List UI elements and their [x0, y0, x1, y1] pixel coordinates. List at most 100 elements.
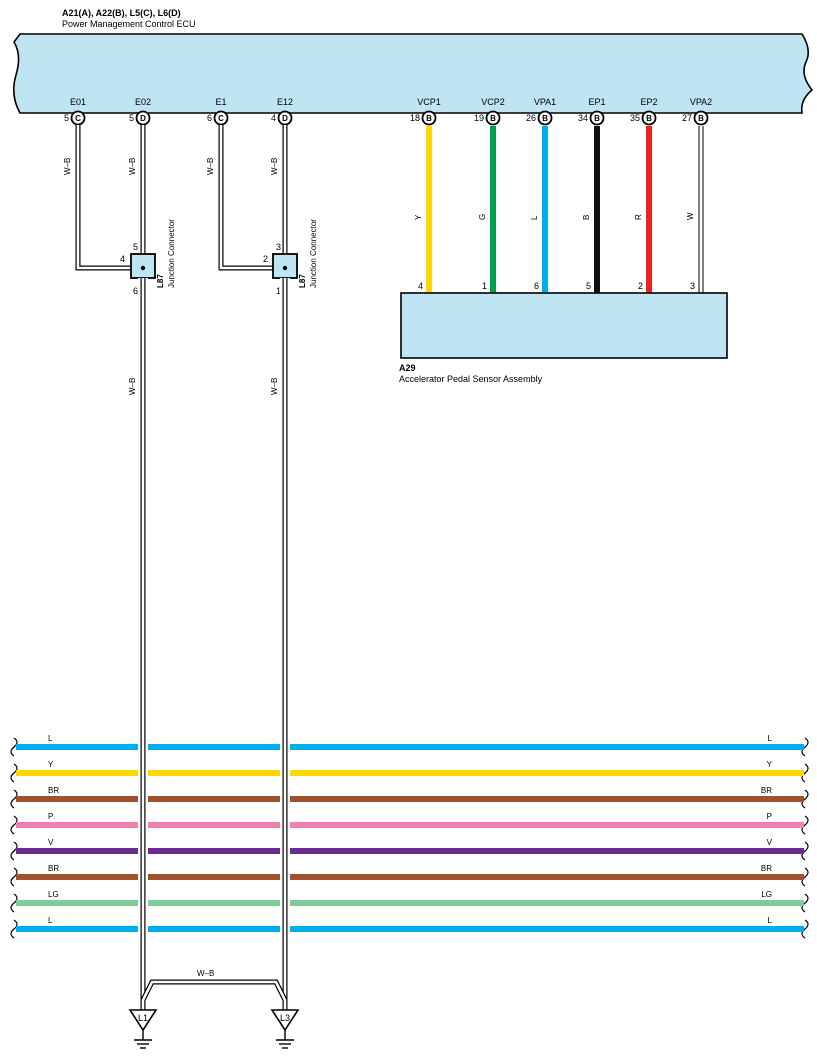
sensor-wire-0: Y4VCP1 — [414, 126, 441, 307]
sensor-code: A29 — [399, 363, 416, 373]
bus-label-right: BR — [761, 786, 772, 795]
terminal-name: VPA2 — [690, 97, 712, 107]
lower-wire-label: W–B — [128, 378, 137, 395]
junction-2-pin-bottom: 1 — [276, 286, 281, 296]
ground-wire-label: W–B — [63, 158, 72, 175]
bus-label-right: L — [768, 916, 773, 925]
terminal-name: E1 — [215, 97, 226, 107]
sensor-pin-number: 1 — [482, 281, 487, 291]
terminal-name: VCP2 — [481, 97, 505, 107]
terminal-name: VPA1 — [534, 97, 556, 107]
ground-symbol-0: L1 — [128, 1009, 158, 1049]
terminal-circle — [641, 110, 657, 126]
bus-wire-2: BR BR — [10, 786, 809, 809]
bus-label-right: LG — [761, 890, 772, 899]
terminal-connector-letter: B — [698, 114, 704, 123]
junction-1-pin-bottom: 6 — [133, 286, 138, 296]
bus-wire-6: LG LG — [10, 890, 809, 913]
terminal-connector-letter: B — [594, 114, 600, 123]
terminal-pin-number: 18 — [410, 113, 420, 123]
lower-wire-label: W–B — [270, 378, 279, 395]
ground-wire-label: W–B — [128, 158, 137, 175]
junction-1-name: Junction Connector — [167, 219, 176, 288]
junction-1-code: L87 — [156, 274, 165, 288]
ground-symbol-1: L3 — [270, 1009, 300, 1049]
terminal-pin-number: 5 — [129, 113, 134, 123]
sensor-wire-label: Y — [414, 214, 423, 220]
bus-label-left: LG — [48, 890, 59, 899]
sensor-wire-label: G — [478, 214, 487, 220]
sensor-pin-number: 3 — [690, 281, 695, 291]
terminal-pin-number: 27 — [682, 113, 692, 123]
main-ground-wires: W–B W–B — [128, 278, 290, 1010]
wire-e01 — [75, 125, 131, 271]
sensor-pin-number: 6 — [534, 281, 539, 291]
wire-e1 — [218, 125, 273, 271]
terminal-name: E02 — [135, 97, 151, 107]
junction-connector-2: 3 2 1 L87 Junction Connector — [263, 219, 318, 296]
junction-1-pin-left: 4 — [120, 254, 125, 264]
bus-label-right: P — [767, 812, 772, 821]
junction-2-pin-left: 2 — [263, 254, 268, 264]
sensor-name: Accelerator Pedal Sensor Assembly — [399, 374, 543, 384]
terminal-connector-letter: B — [646, 114, 652, 123]
sensor-wires: Y4VCP1G1VCP2L6VPA1B5EP1R2EP2W3VPA2 — [414, 126, 712, 307]
terminal-circle — [693, 110, 709, 126]
terminal-name: VCP1 — [417, 97, 441, 107]
terminal-pin-number: 34 — [578, 113, 588, 123]
bus-label-right: L — [768, 734, 773, 743]
terminal-circle — [421, 110, 437, 126]
terminal-name: EP1 — [588, 97, 605, 107]
bus-label-left: P — [48, 812, 53, 821]
terminal-circle — [213, 110, 229, 126]
bus-wire-5: BR BR — [10, 864, 809, 887]
sensor-wire-label: W — [686, 212, 695, 220]
ground-link: W–B — [140, 969, 288, 1002]
terminal-connector-letter: C — [75, 114, 81, 123]
terminal-pin-number: 19 — [474, 113, 484, 123]
terminal-connector-letter: D — [140, 114, 146, 123]
terminal-name: EP2 — [640, 97, 657, 107]
bus-label-right: V — [767, 838, 773, 847]
bus-label-left: Y — [48, 760, 54, 769]
sensor-pin-number: 4 — [418, 281, 423, 291]
terminal-pin-number: 4 — [271, 113, 276, 123]
terminal-pin-number: 35 — [630, 113, 640, 123]
terminal-name: E01 — [70, 97, 86, 107]
terminal-circle — [485, 110, 501, 126]
sensor-wire-1: G1VCP2 — [478, 126, 505, 307]
bus-label-left: BR — [48, 864, 59, 873]
terminal-pin-number: 26 — [526, 113, 536, 123]
bus-label-left: L — [48, 734, 53, 743]
ground-label: L3 — [280, 1013, 290, 1023]
terminal-connector-letter: B — [490, 114, 496, 123]
sensor-wire-4: R2EP2 — [634, 126, 658, 307]
ecu-box — [12, 33, 814, 114]
sensor-wire-label: R — [634, 214, 643, 220]
sensor-pin-number: 2 — [638, 281, 643, 291]
terminal-connector-letter: C — [218, 114, 224, 123]
junction-1-pin-top: 5 — [133, 242, 138, 252]
ecu-name: Power Management Control ECU — [62, 19, 196, 29]
terminal-connector-letter: D — [282, 114, 288, 123]
ecu-terminals: E01C5E02D5E1C6E12D4VCP1B18VCP2B19VPA1B26… — [64, 97, 712, 126]
bus-label-left: V — [48, 838, 54, 847]
bus-label-right: BR — [761, 864, 772, 873]
bus-label-left: BR — [48, 786, 59, 795]
terminal-pin-number: 6 — [207, 113, 212, 123]
terminal-connector-letter: B — [542, 114, 548, 123]
bus-label-right: Y — [767, 760, 773, 769]
ecu-connector-codes: A21(A), A22(B), L5(C), L6(D) — [62, 8, 181, 18]
sensor-wire-2: L6VPA1 — [530, 126, 556, 307]
bus-label-left: L — [48, 916, 53, 925]
terminal-circle — [537, 110, 553, 126]
